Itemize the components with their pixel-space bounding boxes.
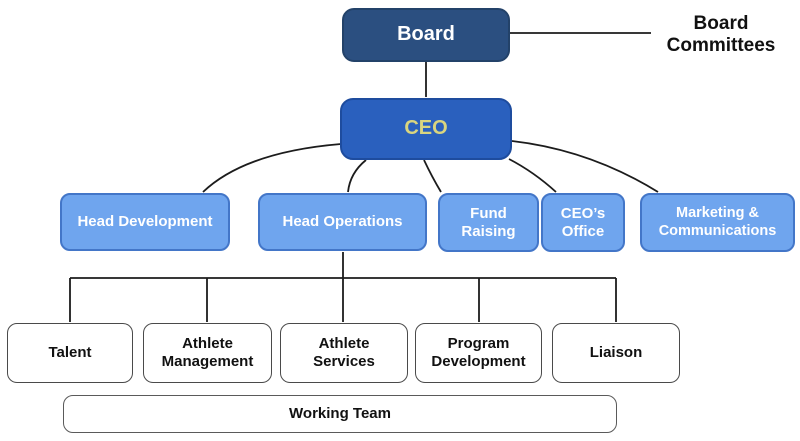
- edge-ceo-head-development: [202, 143, 342, 193]
- node-athlete-services-label: Athlete Services: [313, 335, 375, 370]
- edge-ceo-fund-raising: [423, 159, 442, 193]
- node-ceo-label: CEO: [404, 117, 448, 140]
- node-head-development-label: Head Development: [77, 213, 213, 231]
- node-program-development: Program Development: [415, 323, 542, 383]
- node-athlete-management-label: Athlete Management: [161, 335, 254, 370]
- edge-operations-bus: [69, 252, 617, 322]
- node-program-development-label: Program Development: [431, 335, 526, 370]
- node-working-team-label: Working Team: [289, 405, 391, 423]
- node-board: Board: [342, 8, 510, 62]
- node-talent: Talent: [7, 323, 133, 383]
- node-ceos-office-label: CEO’s Office: [560, 204, 606, 240]
- node-ceo: CEO: [340, 98, 512, 160]
- node-board-label: Board: [397, 23, 455, 46]
- edge-ceo-head-operations: [347, 159, 367, 193]
- node-marketing-communications: Marketing & Communications: [640, 193, 795, 252]
- node-talent-label: Talent: [48, 344, 92, 362]
- node-fund-raising: Fund Raising: [438, 193, 539, 252]
- node-fund-raising-label: Fund Raising: [461, 204, 516, 240]
- node-liaison-label: Liaison: [589, 344, 643, 362]
- node-board-committees-label: Board Committees: [666, 12, 776, 56]
- node-head-operations: Head Operations: [258, 193, 427, 251]
- node-marketing-communications-label: Marketing & Communications: [658, 205, 777, 239]
- node-head-development: Head Development: [60, 193, 230, 251]
- edge-ceo-ceos-office: [508, 158, 557, 193]
- node-athlete-management: Athlete Management: [143, 323, 272, 383]
- node-board-committees: Board Committees: [650, 12, 792, 58]
- node-head-operations-label: Head Operations: [282, 213, 403, 231]
- node-working-team: Working Team: [63, 395, 617, 433]
- node-athlete-services: Athlete Services: [280, 323, 408, 383]
- edge-ceo-marketing: [511, 140, 659, 193]
- node-ceos-office: CEO’s Office: [541, 193, 625, 252]
- node-liaison: Liaison: [552, 323, 680, 383]
